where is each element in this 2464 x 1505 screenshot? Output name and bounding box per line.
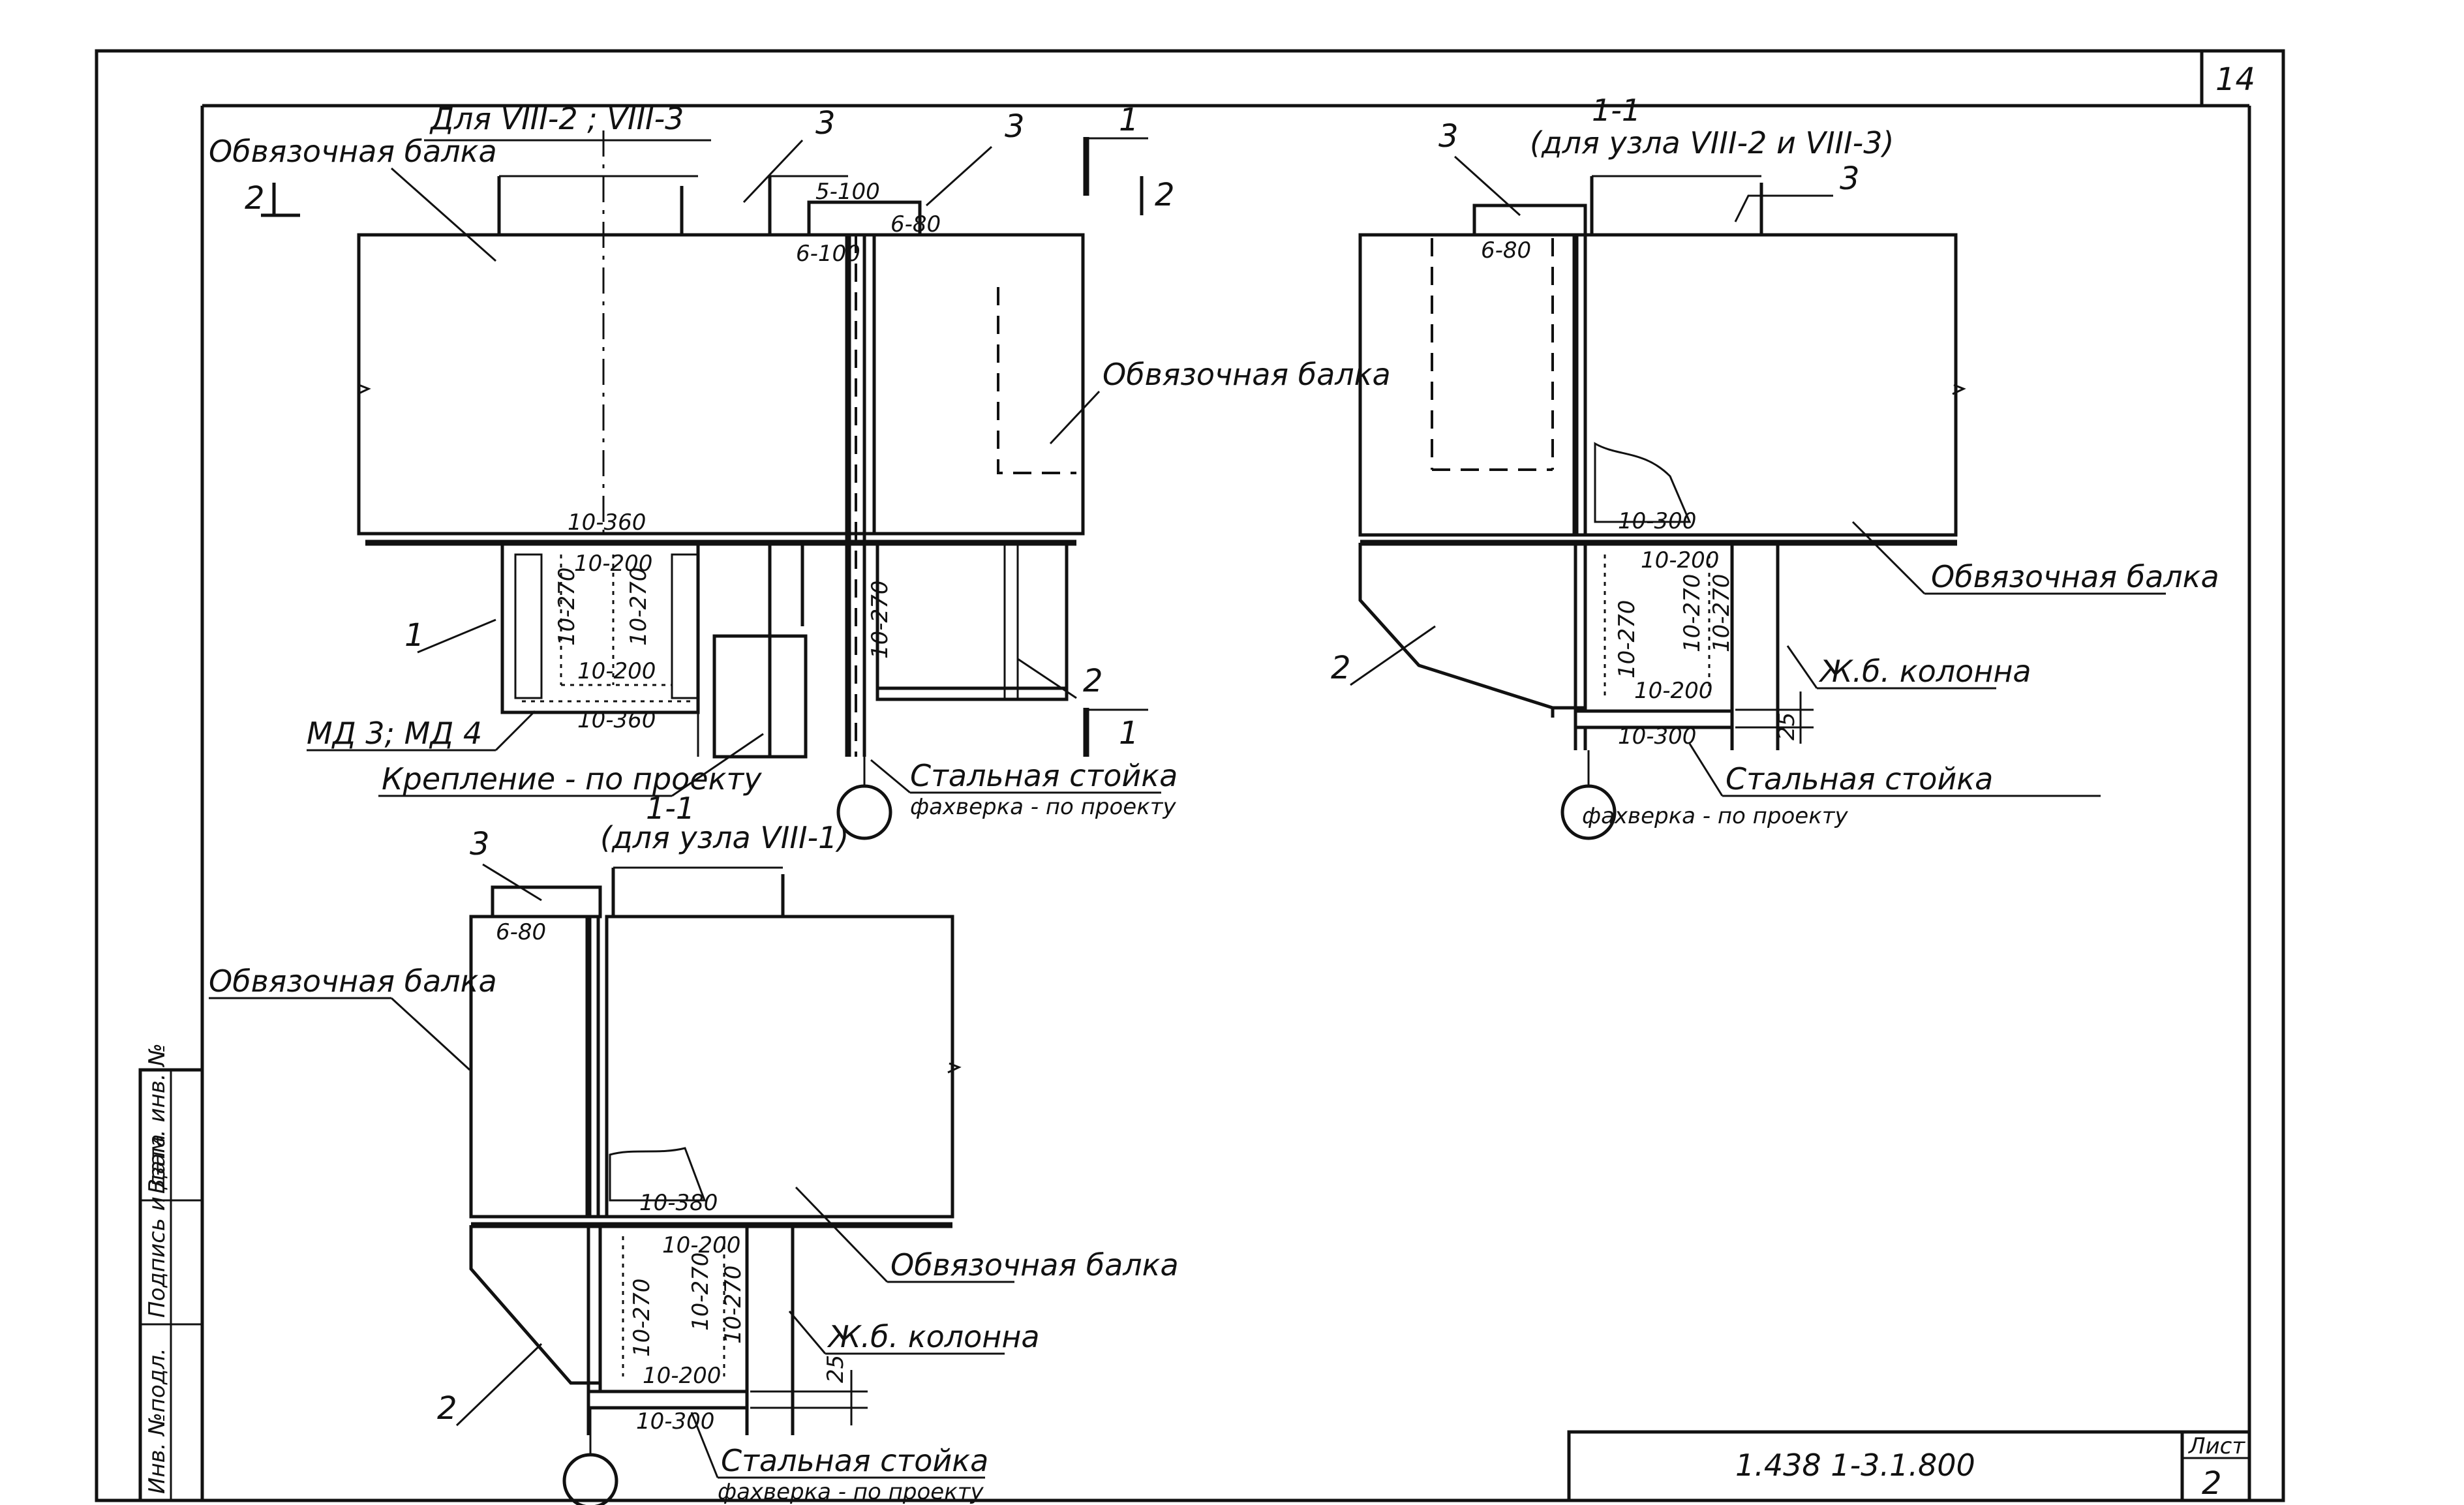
- section-b-bracket: [469, 1225, 602, 1385]
- weld-label-6-100: 6-100: [796, 241, 860, 267]
- steel-post-label-2: фахверка - по проекту: [910, 794, 1177, 820]
- callout-3-a: 3: [815, 105, 836, 142]
- section-b-weld-10-200-top: 10-200: [662, 1232, 740, 1258]
- section-a-beam-left: [1358, 233, 1577, 537]
- section-mark-2-right: 2: [1155, 177, 1175, 213]
- section-a-callout-3-a: 3: [1438, 118, 1459, 155]
- section-a-callout-2: 2: [1331, 650, 1351, 686]
- section-b-beam-label-right: Обвязочная балка: [890, 1247, 1179, 1283]
- tie-beam-label-right: Обвязочная балка: [1103, 357, 1391, 392]
- section-b-dim-25: 25: [823, 1355, 849, 1383]
- section-mark-1-bottom: 1: [1119, 715, 1139, 752]
- weld-label-10-200-bottom: 10-200: [577, 658, 656, 684]
- main-elevation-view: Для VIII-2 ; VIII-3: [209, 101, 1391, 840]
- section-a-weld-10-300-bottom: 10-300: [1618, 723, 1696, 750]
- weld-label-5-100: 5-100: [815, 179, 880, 205]
- stamp-signature-date: Подпись и дата: [144, 1134, 170, 1318]
- section-view-a: 1-1 (для узла VIII-2 и VIII-3) 25: [1331, 93, 2219, 840]
- section-mark-1-top: 1: [1119, 102, 1139, 138]
- section-b-title: 1-1: [646, 791, 695, 826]
- section-a-subtitle: (для узла VIII-2 и VIII-3): [1530, 125, 1894, 160]
- weld-label-10-360-bottom: 10-360: [577, 707, 656, 733]
- section-b-post-circle: [562, 1453, 618, 1505]
- stamp-inv-number: Инв. №подл.: [144, 1348, 170, 1494]
- weld-label-6-80: 6-80: [890, 211, 941, 237]
- section-a-beam-label: Обвязочная балка: [1931, 559, 2219, 594]
- callout-1: 1: [404, 617, 425, 654]
- section-b-weld-10-270-a: 10-270: [629, 1279, 655, 1357]
- fastening-label: Крепление - по проекту: [382, 761, 762, 797]
- steel-post-label: Стальная стойка: [910, 758, 1178, 793]
- section-b-weld-10-270-b: 10-270: [688, 1253, 714, 1331]
- sheet-label: Лист: [2187, 1433, 2245, 1459]
- section-a-weld-10-270-a: 10-270: [1614, 600, 1640, 678]
- section-a-bracket: [1358, 543, 1587, 710]
- weld-label-10-360-top: 10-360: [568, 509, 646, 536]
- section-b-weld-10-200-bottom: 10-200: [643, 1363, 721, 1389]
- callout-2: 2: [1083, 663, 1103, 699]
- section-b-beam-left: [469, 915, 590, 1219]
- section-a-title: 1-1: [1592, 93, 1641, 128]
- section-b-subtitle: (для узла VIII-1): [600, 820, 849, 855]
- section-a-weld-10-200-top: 10-200: [1641, 547, 1719, 573]
- section-a-column-label: Ж.б. колонна: [1818, 654, 2031, 689]
- section-view-b: 1-1 (для узла VIII-1) 25 6-80 10-380 10-…: [209, 791, 1179, 1505]
- section-a-weld-6-80: 6-80: [1481, 237, 1531, 264]
- stamp-replaced-inv: Взам. инв. №: [144, 1043, 170, 1194]
- section-a-callout-3-b: 3: [1840, 160, 1860, 197]
- section-b-callout-3: 3: [470, 826, 490, 862]
- section-b-beam-label-left: Обвязочная балка: [209, 964, 497, 999]
- md-label: МД 3; МД 4: [307, 716, 482, 751]
- top-plate: [807, 200, 922, 237]
- section-b-post-label: Стальная стойка: [721, 1443, 988, 1478]
- section-b-callout-2: 2: [437, 1390, 457, 1427]
- weld-label-10-270-post: 10-270: [867, 581, 893, 659]
- document-code: 1.438 1-3.1.800: [1735, 1448, 1975, 1483]
- title-block: 1.438 1-3.1.800 Лист 2: [1567, 1430, 2251, 1502]
- callout-3-b: 3: [1005, 108, 1025, 145]
- section-a-post-label-2: фахверка - по проекту: [1582, 803, 1849, 829]
- section-b-beam-right: [605, 915, 954, 1219]
- section-b-post-label-2: фахверка - по проекту: [718, 1479, 984, 1505]
- main-view-title: Для VIII-2 ; VIII-3: [429, 101, 684, 136]
- section-a-weld-10-300-top: 10-300: [1618, 508, 1696, 534]
- tie-beam-label: Обвязочная балка: [209, 134, 497, 169]
- section-a-beam-right: [1583, 233, 1958, 537]
- section-a-weld-10-270-c: 10-270: [1709, 574, 1735, 652]
- section-b-weld-6-80: 6-80: [496, 919, 546, 945]
- section-b-weld-10-270-c: 10-270: [720, 1266, 746, 1344]
- section-b-weld-10-380: 10-380: [639, 1190, 718, 1216]
- section-a-weld-10-200-bottom: 10-200: [1634, 678, 1712, 704]
- page-number: 14: [2215, 61, 2255, 98]
- section-a-dim-25: 25: [1774, 712, 1800, 740]
- section-b-column-label: Ж.б. колонна: [827, 1319, 1040, 1354]
- section-b-weld-10-300-bottom: 10-300: [636, 1408, 714, 1435]
- weld-label-10-270-b: 10-270: [626, 568, 652, 646]
- section-a-weld-10-270-b: 10-270: [1679, 574, 1705, 652]
- tie-beam-right: [872, 233, 1085, 536]
- sheet-number: 2: [2202, 1465, 2222, 1502]
- weld-label-10-270-a: 10-270: [554, 568, 580, 646]
- section-a-post-label: Стальная стойка: [1726, 761, 1993, 797]
- section-mark-2-left: 2: [245, 180, 265, 217]
- weld-label-10-200-top: 10-200: [574, 551, 652, 577]
- fastening-element: [712, 634, 808, 759]
- side-stamp: Инв. №подл. Подпись и дата Взам. инв. №: [138, 1043, 204, 1502]
